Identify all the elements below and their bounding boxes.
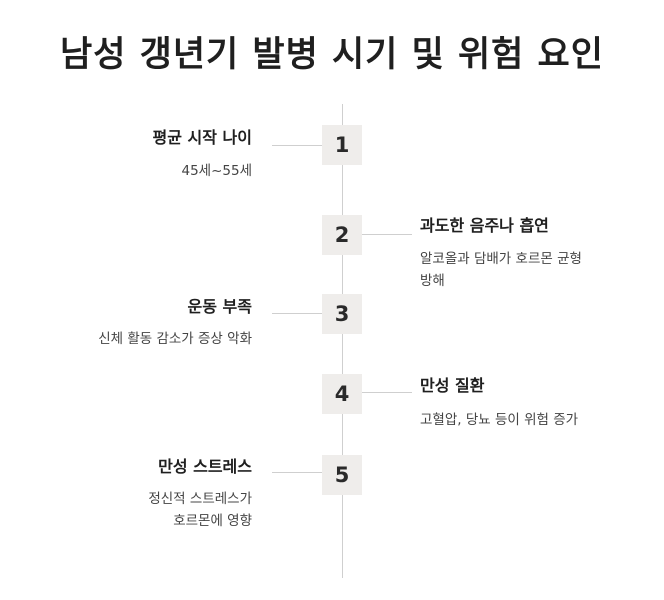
step-desc-2-line2: 방해 [420, 273, 445, 289]
connector-4 [362, 392, 412, 393]
step-label-2: 과도한 음주나 흡연 [420, 216, 549, 235]
step-label-1: 평균 시작 나이 [152, 128, 252, 147]
step-number-1: 1 [322, 125, 362, 165]
connector-2 [362, 234, 412, 235]
step-number-5: 5 [322, 455, 362, 495]
step-desc-5-line2: 호르몬에 영향 [173, 513, 252, 529]
step-label-5: 만성 스트레스 [158, 457, 252, 476]
step-desc-2: 알코올과 담배가 호르몬 균형 방해 [420, 248, 582, 292]
step-desc-3: 신체 활동 감소가 증상 악화 [98, 331, 252, 347]
step-label-4: 만성 질환 [420, 376, 485, 395]
page-title: 남성 갱년기 발병 시기 및 위험 요인 [60, 35, 604, 75]
connector-5 [272, 472, 322, 473]
timeline-line [342, 104, 343, 578]
step-label-3: 운동 부족 [187, 297, 252, 316]
connector-1 [272, 145, 322, 146]
step-number-3: 3 [322, 294, 362, 334]
step-desc-1: 45세~55세 [181, 163, 252, 179]
step-number-2: 2 [322, 215, 362, 255]
step-desc-5-line1: 정신적 스트레스가 [148, 491, 252, 507]
step-desc-4: 고혈압, 당뇨 등이 위험 증가 [420, 412, 579, 428]
step-desc-5: 정신적 스트레스가 호르몬에 영향 [148, 488, 252, 532]
connector-3 [272, 313, 322, 314]
step-desc-2-line1: 알코올과 담배가 호르몬 균형 [420, 251, 582, 267]
step-number-4: 4 [322, 374, 362, 414]
